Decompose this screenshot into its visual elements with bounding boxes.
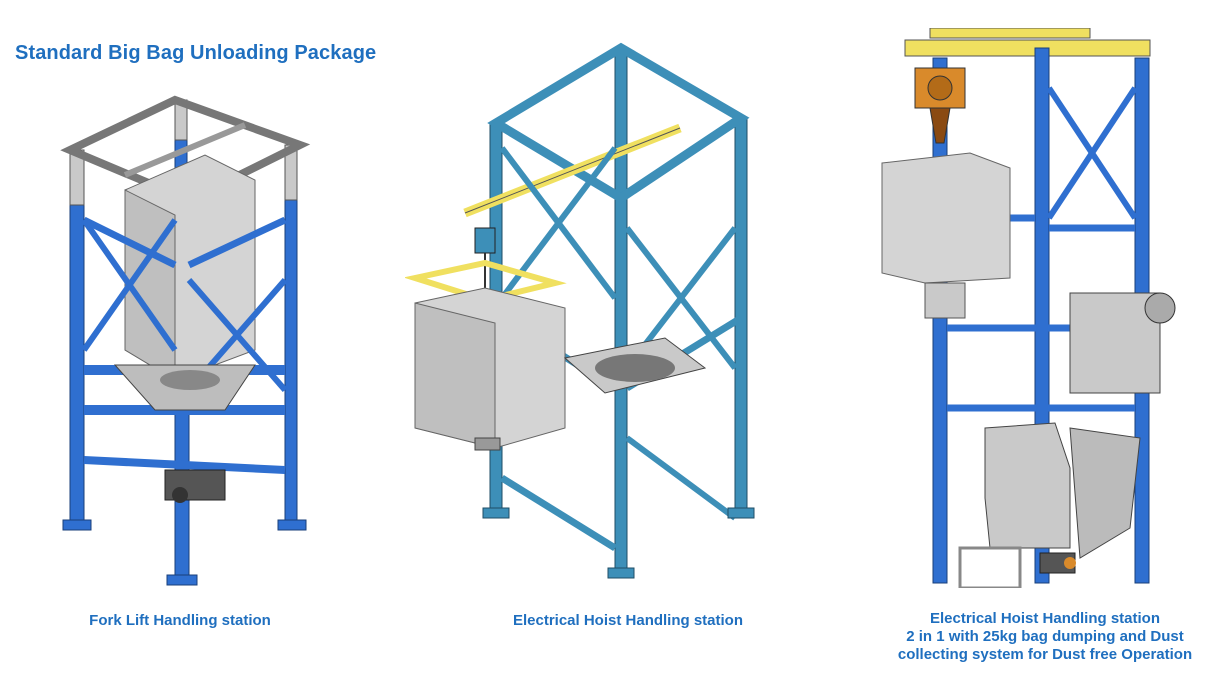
page-title: Standard Big Bag Unloading Package <box>15 42 377 64</box>
hoist-dust-caption-line-1: Electrical Hoist Handling station <box>929 610 1161 627</box>
electrical-hoist-caption: Electrical Hoist Handling station <box>512 612 744 629</box>
fork-lift-station-illustration <box>55 80 325 590</box>
fork-lift-caption: Fork Lift Handling station <box>89 612 271 629</box>
hoist-dust-collecting-station-illustration <box>870 27 1200 590</box>
hoist-dust-caption: Electrical Hoist Handling station 2 in 1… <box>880 610 1210 664</box>
hoist-dust-caption-line-3: collecting system for Dust free Operatio… <box>897 646 1193 663</box>
hoist-dust-caption-line-2: 2 in 1 with 25kg bag dumping and Dust <box>906 628 1184 645</box>
electrical-hoist-station-illustration <box>403 38 775 583</box>
